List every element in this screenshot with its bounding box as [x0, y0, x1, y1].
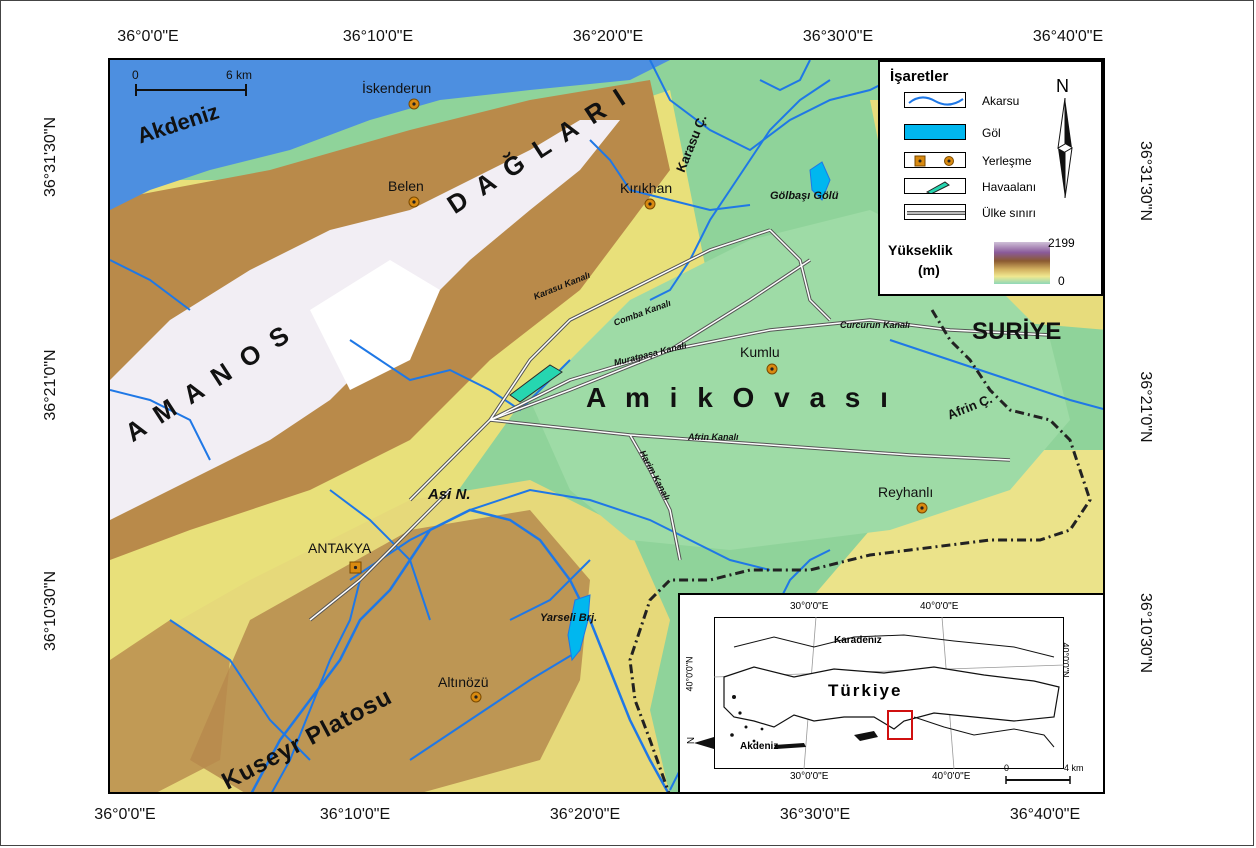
city-label: Altınözü	[438, 674, 489, 690]
right-lat-label: 36°10'30"N	[1137, 592, 1154, 674]
bottom-lon-label: 36°40'0"E	[1009, 806, 1081, 823]
scale-end-label: 6 km	[226, 68, 253, 82]
inset-lon-top: 30°0'0"E	[790, 601, 829, 612]
elevation-unit: (m)	[918, 262, 940, 278]
north-label: N	[1056, 76, 1069, 96]
amik-ovasi-label: A m i k O v a s ı	[586, 382, 894, 413]
legend-label: Akarsu	[982, 94, 1020, 108]
inset-north-arrow-icon	[694, 737, 714, 749]
legend-label: Ülke sınırı	[982, 206, 1037, 220]
left-lat-label: 36°10'30"N	[42, 570, 59, 652]
yarseli-reservoir	[567, 594, 591, 662]
inset-sea-south: Akdeniz	[740, 741, 779, 752]
inset-lon-bottom: 40°0'0"E	[932, 771, 971, 782]
suriye-label: SURİYE	[972, 318, 1062, 345]
canal-label: Curcurun Kanalı	[840, 320, 911, 330]
left-lat-label: 36°21'0"N	[42, 349, 59, 421]
legend-label: Havaalanı	[982, 180, 1037, 194]
inset-lat-left: 40°0'0"N	[684, 656, 695, 692]
inset-scale-end: 4 km	[1064, 763, 1084, 773]
city-label: ANTAKYA	[308, 540, 372, 556]
city-label: Reyhanlı	[878, 484, 934, 500]
inset-country-label: Türkiye	[828, 681, 903, 700]
north-arrow-icon	[1057, 98, 1073, 198]
golbasi-label: Gölbaşı Gölü	[770, 190, 839, 202]
scale-bar	[135, 84, 247, 96]
elevation-ramp	[994, 242, 1050, 284]
legend-title: İşaretler	[890, 68, 949, 85]
inset-scale-bar	[1005, 776, 1071, 784]
asi-label: Asi N.	[428, 486, 471, 503]
elevation-title: Yükseklik	[888, 242, 953, 258]
country-border	[628, 309, 1092, 792]
city-label: Kırıkhan	[620, 180, 673, 196]
asi-river-path	[250, 508, 670, 792]
golbasi-lake	[809, 161, 831, 201]
inset-lon-bottom: 30°0'0"E	[790, 771, 829, 782]
top-lon-label: 36°20'0"E	[572, 28, 644, 45]
top-lon-label: 36°40'0"E	[1032, 28, 1104, 45]
legend-label: Göl	[982, 126, 1001, 140]
bottom-lon-label: 36°10'0"E	[319, 806, 391, 823]
city-label: İskenderun	[362, 80, 432, 96]
yarseli-label: Yarseli Brj.	[540, 612, 598, 624]
bottom-lon-label: 36°20'0"E	[549, 806, 621, 823]
left-lat-label: 36°31'30"N	[42, 116, 59, 198]
city-label: Kumlu	[740, 344, 780, 360]
top-lon-label: 36°30'0"E	[802, 28, 874, 45]
legend-panel: İşaretler N Akarsu Göl Yerleşme Havaalan…	[878, 60, 1103, 296]
bottom-lon-label: 36°30'0"E	[779, 806, 851, 823]
bottom-lon-label: 36°0'0"E	[94, 806, 156, 823]
inset-map: 30°0'0"E 40°0'0"E 30°0'0"E 40°0'0"E 40°0…	[678, 593, 1105, 794]
top-lon-label: 36°0'0"E	[117, 28, 179, 45]
scale-zero-label: 0	[132, 68, 139, 82]
legend-label: Yerleşme	[982, 154, 1032, 168]
inset-lon-top: 40°0'0"E	[920, 601, 959, 612]
canal-label: Afrin Kanalı	[688, 432, 739, 442]
settlements	[349, 98, 928, 703]
right-lat-label: 36°21'0"N	[1137, 371, 1154, 443]
inset-scale-zero: 0	[1004, 763, 1010, 773]
city-label: Belen	[388, 178, 424, 194]
study-area-box	[887, 710, 913, 740]
right-lat-label: 36°31'30"N	[1137, 140, 1154, 222]
top-lon-label: 36°10'0"E	[342, 28, 414, 45]
inset-turkey-map	[714, 617, 1064, 769]
elevation-max: 2199	[1048, 236, 1075, 250]
inset-sea-north: Karadeniz	[834, 635, 882, 646]
airport	[509, 364, 563, 403]
elevation-min: 0	[1058, 274, 1065, 288]
